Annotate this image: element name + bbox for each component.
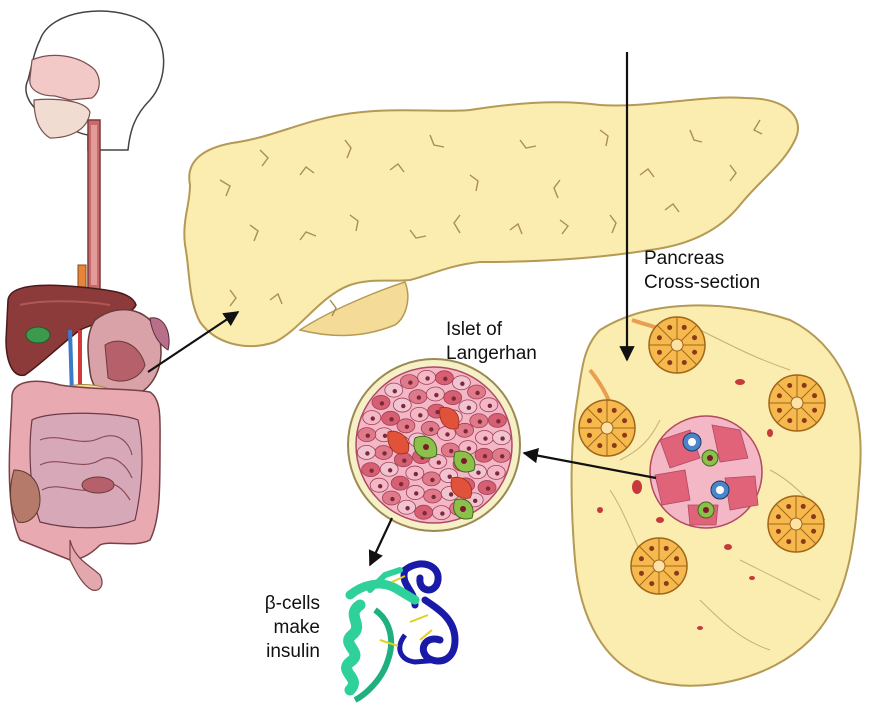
human-digestive-system [5,10,170,591]
arrow-to-insulin [368,517,393,567]
pancreas-cross-section [570,304,862,687]
nasal-cavity [29,54,100,101]
acinus-cluster [578,399,636,457]
islet-label-line2: Langerhan [446,343,537,364]
islet-label-line1: Islet of [446,319,502,340]
cross-section-islet [649,415,763,529]
pancreas-label-line1: Pancreas [644,248,725,269]
pancreas-label-line2: Cross-section [644,272,761,293]
insulin-structure [341,560,459,703]
arrow-to-islet [522,448,657,480]
mouth-cavity [33,98,91,139]
islet-of-langerhans [347,358,521,532]
beta-cells-label: β-cells make insulin [230,592,320,664]
pancreas-cross-section-label: Pancreas Cross-section [644,247,760,295]
pancreas-body [183,96,799,348]
acinus-cluster [768,374,826,432]
beta-label-line1: β-cells [264,593,320,614]
arrow-to-pancreas [147,311,240,373]
beta-label-line3: insulin [266,641,320,662]
small-intestine [29,412,143,529]
islet-label: Islet of Langerhan [446,318,537,366]
acinus-cluster [767,495,825,553]
pancreas-organ [183,96,799,348]
beta-label-line2: make [273,617,320,638]
acinus-cluster [648,316,706,374]
acinus-cluster [630,537,688,595]
